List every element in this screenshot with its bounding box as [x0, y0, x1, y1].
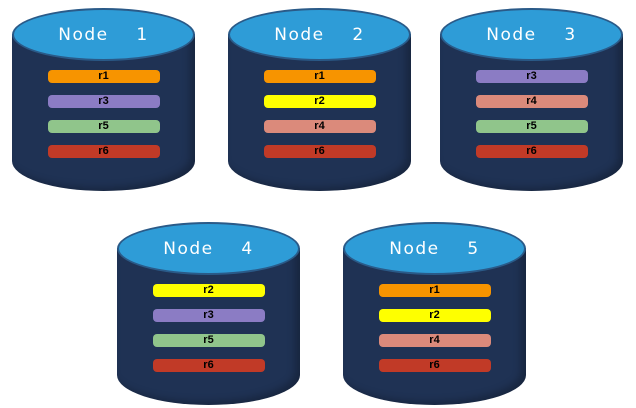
database-node: Node 3 r3 r4 r5 r6 — [440, 8, 623, 191]
replica-bar-r3: r3 — [152, 309, 265, 322]
database-node: Node 2 r1 r2 r4 r6 — [228, 8, 411, 191]
database-node: Node 5 r1 r2 r4 r6 — [343, 222, 526, 405]
replica-bar-r2: r2 — [378, 309, 491, 322]
replica-bar-r6: r6 — [152, 359, 265, 372]
replica-bar-r4: r4 — [475, 95, 588, 108]
replica-bar-r4: r4 — [263, 120, 376, 133]
node-label: Node 1 — [58, 24, 149, 45]
replica-bar-r1: r1 — [263, 70, 376, 83]
replica-list: r1 r3 r5 r6 — [47, 70, 160, 158]
replica-bar-r5: r5 — [152, 334, 265, 347]
node-label: Node 2 — [274, 24, 365, 45]
cylinder-top: Node 4 — [117, 222, 300, 275]
replica-bar-r5: r5 — [475, 120, 588, 133]
replica-bar-r2: r2 — [152, 284, 265, 297]
replica-bar-r3: r3 — [47, 95, 160, 108]
replica-list: r3 r4 r5 r6 — [475, 70, 588, 158]
database-node: Node 4 r2 r3 r5 r6 — [117, 222, 300, 405]
replica-bar-r6: r6 — [378, 359, 491, 372]
database-node: Node 1 r1 r3 r5 r6 — [12, 8, 195, 191]
replica-bar-r1: r1 — [378, 284, 491, 297]
replica-bar-r6: r6 — [47, 145, 160, 158]
replica-bar-r6: r6 — [475, 145, 588, 158]
replica-bar-r1: r1 — [47, 70, 160, 83]
replica-bar-r3: r3 — [475, 70, 588, 83]
replica-bar-r6: r6 — [263, 145, 376, 158]
cylinder-top: Node 2 — [228, 8, 411, 61]
replica-bar-r4: r4 — [378, 334, 491, 347]
replica-bar-r5: r5 — [47, 120, 160, 133]
replica-list: r1 r2 r4 r6 — [263, 70, 376, 158]
cylinder-top: Node 5 — [343, 222, 526, 275]
node-label: Node 5 — [389, 238, 480, 259]
cylinder-top: Node 1 — [12, 8, 195, 61]
replica-list: r2 r3 r5 r6 — [152, 284, 265, 372]
replica-list: r1 r2 r4 r6 — [378, 284, 491, 372]
cylinder-top: Node 3 — [440, 8, 623, 61]
node-label: Node 4 — [163, 238, 254, 259]
replica-bar-r2: r2 — [263, 95, 376, 108]
node-label: Node 3 — [486, 24, 577, 45]
